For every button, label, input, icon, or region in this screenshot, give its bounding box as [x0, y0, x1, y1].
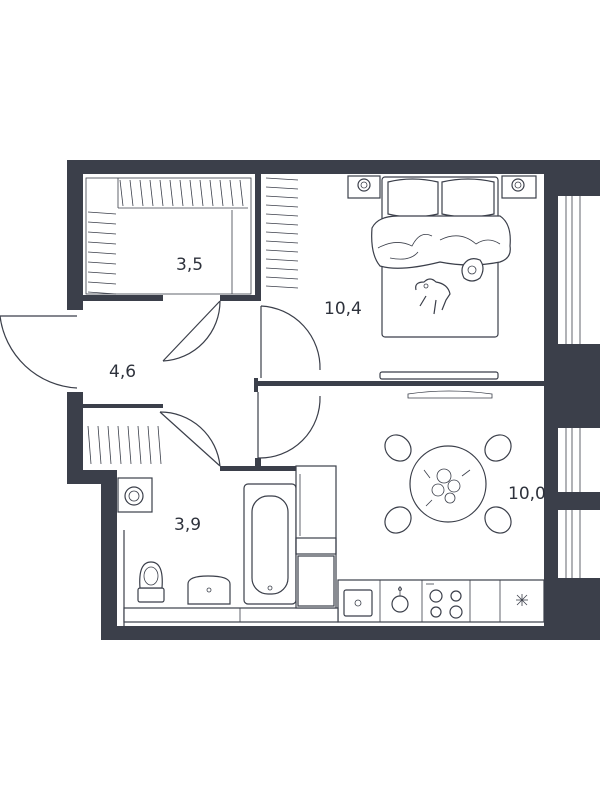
hall-area: 4,6 — [109, 362, 136, 382]
tv-icon — [379, 371, 499, 399]
bathtub-icon — [243, 483, 297, 605]
dog-illustration-icon — [415, 278, 451, 315]
interior-walls — [83, 160, 544, 471]
bedroom-area: 10,4 — [324, 299, 362, 319]
nightstand-left-icon — [347, 175, 381, 199]
washing-machine-icon — [117, 477, 153, 513]
room-labels: 3,5 10,4 4,6 3,9 10,0 — [109, 255, 546, 535]
pillow-decoration-icon — [461, 258, 484, 282]
bathroom-door — [159, 411, 221, 467]
kitchen-counter — [337, 579, 545, 623]
wardrobe-door — [162, 300, 221, 362]
nightstand-right-icon — [501, 175, 537, 199]
sink-bathroom-icon — [187, 575, 231, 605]
fridge-icon — [516, 594, 528, 606]
bathroom-partition — [123, 530, 339, 626]
shelving-unit-icon — [295, 465, 337, 609]
bathroom-area: 3,9 — [174, 515, 201, 535]
kitchen-area: 10,0 — [508, 484, 546, 504]
kitchen-faucet-icon — [391, 586, 409, 613]
kitchen-door — [257, 392, 321, 459]
dining-table-icon — [384, 434, 512, 534]
toilet-icon — [137, 561, 165, 603]
window-right — [556, 160, 600, 640]
outer-walls — [67, 160, 559, 640]
flower-bouquet-icon — [423, 468, 471, 507]
wardrobe-hanging-rail — [85, 177, 299, 465]
bed-icon — [371, 176, 511, 338]
wardrobe-area: 3,5 — [176, 255, 203, 275]
entrance-door — [0, 315, 78, 389]
bedroom-door — [260, 305, 321, 378]
sink-icon — [343, 589, 373, 617]
stove-icon — [426, 583, 463, 619]
